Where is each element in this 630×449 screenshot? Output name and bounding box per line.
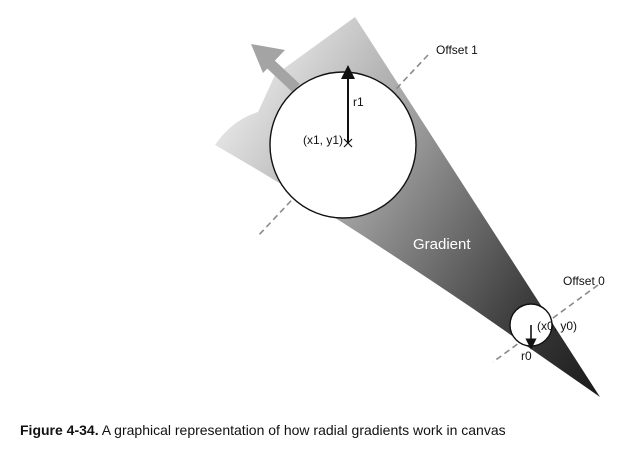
offset0-label: Offset 0 xyxy=(563,274,605,288)
outward-arrow-icon xyxy=(251,44,300,93)
gradient-label: Gradient xyxy=(413,236,471,253)
r1-label: r1 xyxy=(353,95,364,109)
offset1-label: Offset 1 xyxy=(436,43,478,57)
r0-label: r0 xyxy=(521,349,532,363)
figure-caption: Figure 4-34. A graphical representation … xyxy=(20,422,506,438)
figure-number: Figure 4-34. xyxy=(20,422,99,438)
end-center-marker xyxy=(343,138,353,148)
x1y1-label: (x1, y1) xyxy=(303,133,343,147)
x0y0-label: (x0, y0) xyxy=(537,319,577,333)
caption-text: A graphical representation of how radial… xyxy=(101,422,506,438)
